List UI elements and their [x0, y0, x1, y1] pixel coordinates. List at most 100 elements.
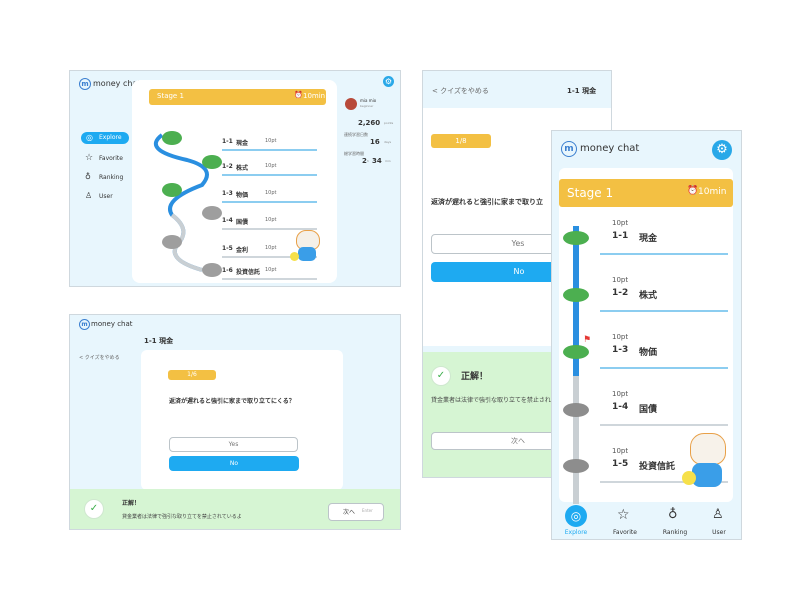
lesson-code: 1-3	[222, 190, 233, 197]
next-hint: Enter	[362, 508, 373, 513]
medal-icon: ♁	[85, 172, 91, 181]
stage-header: Stage 1 ⏰ 10min	[559, 179, 733, 207]
compass-icon: ◎	[565, 505, 587, 527]
lesson-row[interactable]: 10pt 1-5 投資信託	[609, 447, 729, 481]
app-name: money chat	[93, 79, 141, 88]
lesson-row[interactable]: 1-3 物価 10pt	[222, 190, 317, 200]
lesson-row[interactable]: 10pt 1-4 国債	[609, 390, 729, 424]
lesson-progress-line	[600, 310, 728, 312]
lesson-name: 物価	[236, 192, 249, 199]
time-minutes-unit: min	[385, 159, 391, 163]
lesson-points: 10pt	[265, 217, 277, 223]
lesson-progress-line	[600, 424, 728, 426]
lesson-row[interactable]: 10pt 1-3 物価	[609, 333, 729, 367]
sidebar-item-ranking[interactable]: ♁ Ranking	[81, 172, 129, 184]
quit-quiz-link[interactable]: < クイズをやめる	[79, 355, 120, 361]
quiz-progress-badge: 1/8	[431, 134, 491, 148]
lesson-points: 10pt	[612, 333, 629, 341]
lesson-row[interactable]: 1-2 株式 10pt	[222, 163, 317, 173]
lesson-row[interactable]: 1-1 現金 10pt	[222, 138, 317, 148]
sidebar-item-user[interactable]: ♙ User	[81, 191, 129, 203]
stage-title: Stage 1	[567, 186, 614, 200]
lesson-points: 10pt	[612, 219, 629, 227]
time-hours-unit: h	[367, 159, 369, 163]
lesson-points: 10pt	[265, 267, 277, 273]
profile-panel: mia mio beginner 2,260 points 連続学習日数 16 …	[342, 96, 397, 166]
nav-label: Favorite	[613, 529, 637, 536]
lesson-progress-line	[222, 256, 317, 258]
lesson-progress-line	[222, 149, 317, 151]
stage-path	[154, 131, 222, 277]
time-hours: 2	[362, 157, 367, 165]
desktop-quiz-screen: m money chat 1-1 現金 < クイズをやめる 1/6 返済が遅れる…	[69, 314, 401, 530]
lesson-code: 1-2	[612, 288, 629, 298]
app-name: money chat	[91, 320, 133, 328]
lesson-row[interactable]: 1-4 国債 10pt	[222, 217, 317, 227]
lesson-code: 1-5	[612, 459, 629, 469]
lesson-name: 金利	[236, 247, 249, 254]
lesson-name: 物価	[639, 348, 658, 358]
desktop-stage-screen: m money chat ⚙ ◎ Explore ☆ Favorite ♁ Ra…	[69, 70, 401, 287]
lesson-code: 1-4	[612, 402, 629, 412]
lesson-points: 10pt	[265, 138, 277, 144]
profile-name: mia mio	[360, 98, 377, 103]
lesson-code: 1-6	[222, 267, 233, 274]
avatar	[345, 98, 357, 110]
page-title: 1-1 現金	[567, 87, 597, 95]
nav-explore[interactable]: ◎ Explore	[561, 505, 591, 539]
lesson-code: 1-1	[612, 231, 629, 241]
next-button[interactable]: 次へ Enter	[328, 503, 384, 521]
lesson-code: 1-2	[222, 163, 233, 170]
settings-gear-icon[interactable]: ⚙	[712, 140, 732, 160]
quiz-card: 1/6 返済が遅れると強引に家まで取り立てにくる？ Yes No	[141, 350, 343, 490]
lesson-name: 現金	[639, 234, 658, 244]
lesson-name: 株式	[639, 291, 658, 301]
nav-ranking[interactable]: ♁ Ranking	[658, 507, 692, 539]
lesson-node-green	[563, 288, 589, 302]
answer-yes-button[interactable]: Yes	[169, 437, 298, 452]
nav-user[interactable]: ♙ User	[704, 507, 734, 539]
quiz-progress-badge: 1/6	[168, 370, 216, 380]
quit-quiz-link[interactable]: < クイズをやめる	[432, 87, 489, 95]
lesson-progress-line	[222, 174, 317, 176]
lesson-node-green	[563, 231, 589, 245]
streak-value: 16	[370, 138, 380, 146]
cat-mascot-icon	[680, 431, 732, 493]
lesson-points: 10pt	[265, 163, 277, 169]
lesson-node-gray	[563, 403, 589, 417]
lesson-row[interactable]: 10pt 1-2 株式	[609, 276, 729, 310]
mobile-stage-screen: m money chat ⚙ Stage 1 ⏰ 10min ⚑ 10pt 1-…	[551, 130, 742, 540]
check-icon: ✓	[431, 366, 451, 386]
lesson-progress-line	[222, 228, 317, 230]
sidebar-item-label: Ranking	[99, 174, 124, 181]
sidebar-item-label: Explore	[99, 134, 122, 141]
time-label: 総学習時間	[344, 151, 364, 156]
lesson-row[interactable]: 10pt 1-1 現金	[609, 219, 729, 253]
answer-no-button[interactable]: No	[169, 456, 299, 471]
money-chat-logo-icon: m	[79, 78, 91, 90]
lesson-points: 10pt	[612, 390, 629, 398]
lesson-progress-line	[600, 481, 728, 483]
profile-rank: beginner	[360, 104, 374, 108]
page-title: 1-1 現金	[144, 337, 174, 345]
lesson-progress-line	[222, 201, 317, 203]
nav-label: User	[712, 529, 726, 536]
stage-time: 10min	[303, 92, 326, 100]
money-chat-logo-icon: m	[561, 141, 577, 157]
lesson-name: 現金	[236, 140, 249, 147]
result-panel: ✓ 正解！ 貸金業者は法律で強引な取り立てを禁止されているよ 次へ Enter	[70, 489, 400, 529]
nav-favorite[interactable]: ☆ Favorite	[608, 507, 642, 539]
lesson-code: 1-1	[222, 138, 233, 145]
app-name: money chat	[580, 143, 640, 154]
lesson-row[interactable]: 1-6 投資信託 10pt	[222, 267, 317, 277]
compass-icon: ◎	[86, 133, 93, 142]
settings-gear-icon[interactable]: ⚙	[383, 76, 394, 87]
result-title: 正解！	[461, 372, 489, 382]
person-icon: ♙	[85, 191, 93, 200]
sidebar-item-explore[interactable]: ◎ Explore	[81, 132, 129, 144]
bottom-nav: ◎ Explore ☆ Favorite ♁ Ranking ♙ User	[552, 504, 741, 539]
lesson-points: 10pt	[265, 190, 277, 196]
stage-card: Stage 1 ⏰ 10min 1-1 現金 10pt 1-2 株式 10pt	[132, 80, 337, 283]
lesson-row[interactable]: 1-5 金利 10pt	[222, 245, 317, 255]
sidebar-item-favorite[interactable]: ☆ Favorite	[81, 153, 129, 165]
